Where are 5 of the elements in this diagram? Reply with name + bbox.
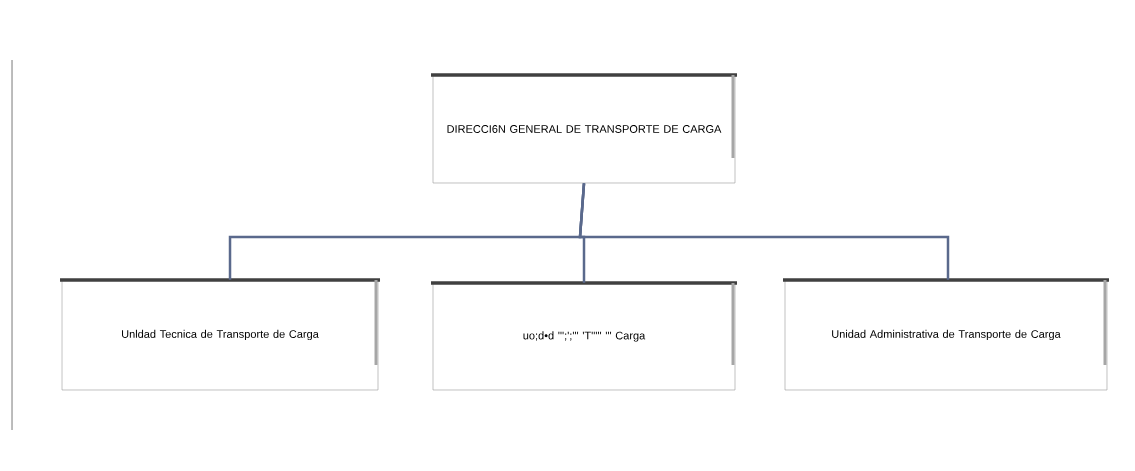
org-box: Unidad Administrativa de Transporte de Carga <box>783 278 1109 391</box>
connector-line <box>578 183 950 280</box>
org-box: Unldad Tecnica de Transporte de Carga <box>60 278 380 391</box>
org-box: DIRECCI6N GENERAL DE TRANSPORTE DE CARGA <box>431 73 737 184</box>
org-box: uo;d•d ''';';''' 'T''''' ''' Carga <box>431 281 737 391</box>
